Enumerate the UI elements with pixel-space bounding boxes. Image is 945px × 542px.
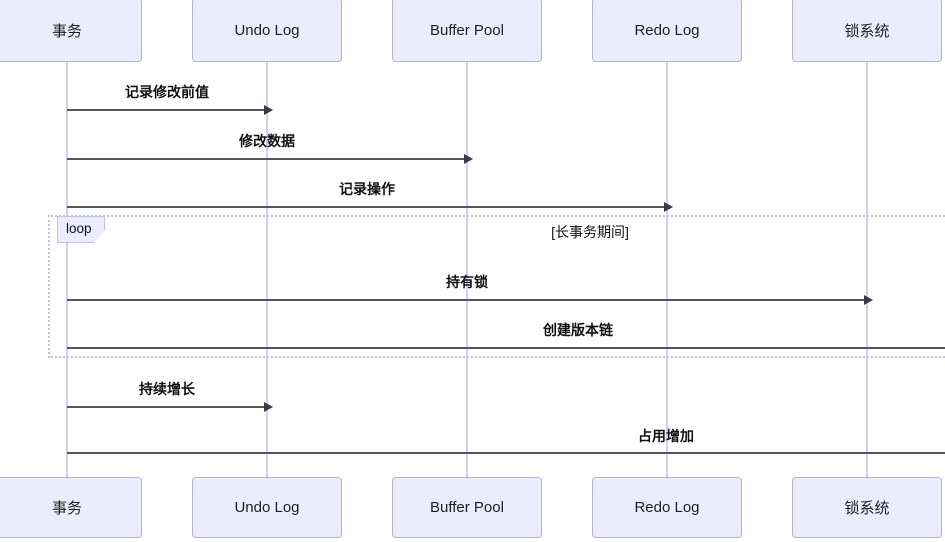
message-label: 修改数据 [239, 133, 295, 149]
message-arrowhead [464, 154, 473, 164]
message-line [67, 158, 466, 160]
message-label: 创建版本链 [543, 322, 613, 338]
loop-frame [48, 215, 945, 358]
lifeline-undo-log [266, 62, 268, 477]
loop-keyword: loop [66, 221, 92, 236]
lifeline-lock-system [866, 62, 868, 477]
loop-label-tab: loop [57, 216, 105, 243]
participant-buffer-pool-top: Buffer Pool [392, 0, 542, 62]
participant-redo-log-top: Redo Log [592, 0, 742, 62]
message-arrowhead [864, 295, 873, 305]
participant-lock-system-bottom: 锁系统 [792, 477, 942, 538]
message-line [67, 109, 266, 111]
lifeline-transaction [66, 62, 68, 477]
message-label: 持有锁 [446, 274, 488, 290]
message-label: 记录操作 [339, 181, 395, 197]
lifeline-redo-log [666, 62, 668, 477]
message-arrowhead [264, 105, 273, 115]
message-line [67, 452, 945, 454]
message-arrowhead [664, 202, 673, 212]
loop-condition: [长事务期间] [551, 224, 629, 240]
message-label: 占用增加 [638, 428, 694, 444]
lifeline-buffer-pool [466, 62, 468, 477]
participant-transaction-top: 事务 [0, 0, 142, 62]
message-line [67, 347, 945, 349]
message-arrowhead [264, 402, 273, 412]
participant-buffer-pool-bottom: Buffer Pool [392, 477, 542, 538]
participant-undo-log-top: Undo Log [192, 0, 342, 62]
message-line [67, 406, 266, 408]
participant-transaction-bottom: 事务 [0, 477, 142, 538]
participant-lock-system-top: 锁系统 [792, 0, 942, 62]
message-line [67, 299, 866, 301]
participant-redo-log-bottom: Redo Log [592, 477, 742, 538]
message-label: 记录修改前值 [125, 84, 209, 100]
participant-undo-log-bottom: Undo Log [192, 477, 342, 538]
message-label: 持续增长 [139, 381, 195, 397]
message-line [67, 206, 666, 208]
